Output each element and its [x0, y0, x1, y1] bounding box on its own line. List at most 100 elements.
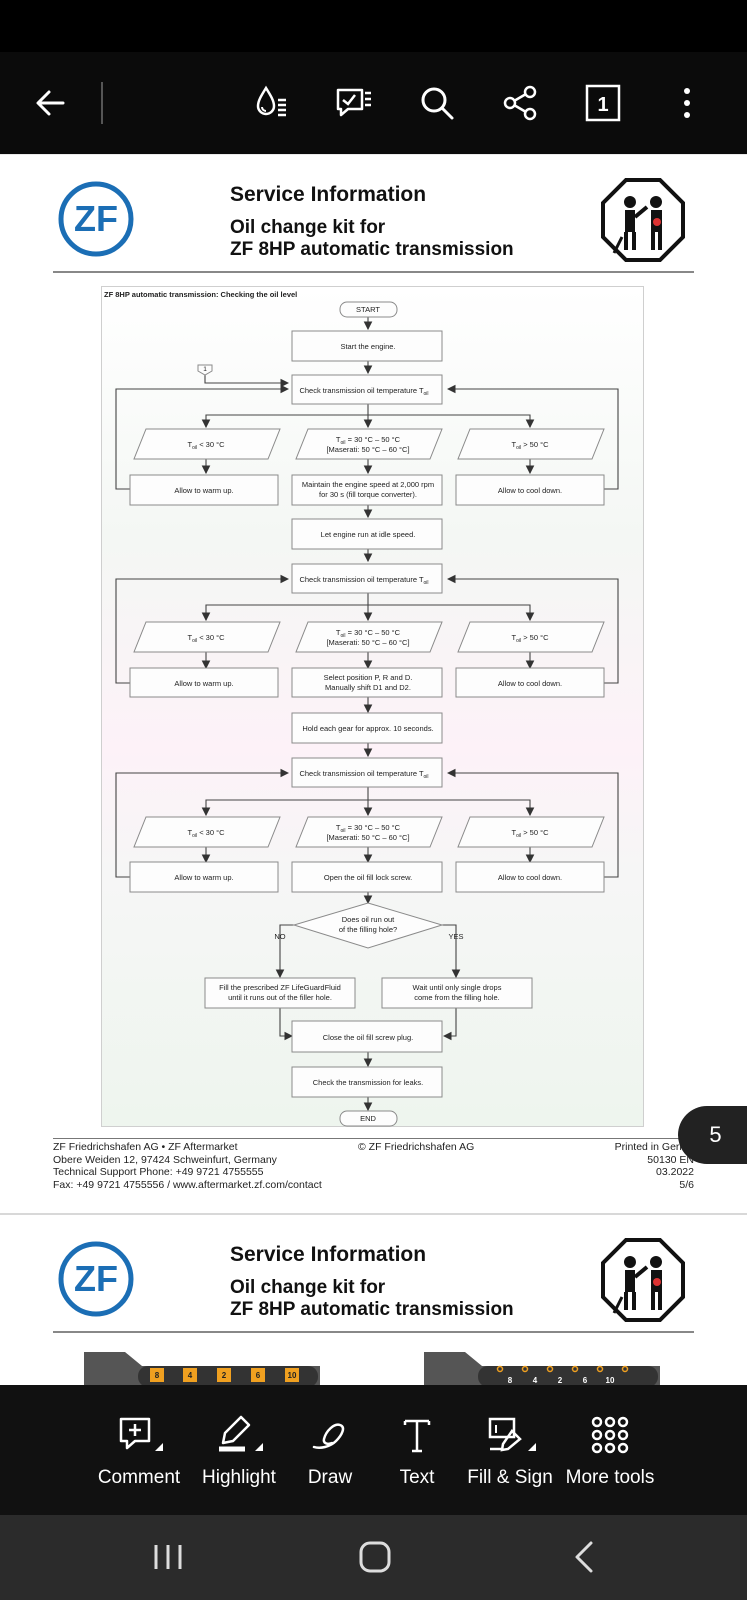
current-page-badge[interactable]: 5	[678, 1106, 747, 1164]
home-icon[interactable]	[355, 1537, 395, 1577]
cool-down-step-2: Allow to cool down.	[498, 679, 562, 688]
zf-logo-icon: ZF	[58, 1241, 134, 1317]
check-leaks-step: Check the transmission for leaks.	[313, 1078, 423, 1087]
draw-icon	[312, 1423, 345, 1449]
gear-label: 6	[583, 1376, 588, 1385]
close-plug-step: Close the oil fill screw plug.	[323, 1033, 413, 1042]
gear-label: 2	[558, 1376, 563, 1385]
footer-address: Obere Weiden 12, 97424 Schweinfurt, Germ…	[53, 1153, 277, 1166]
document-page-5[interactable]: ZF Service Information Oil change kit fo…	[0, 155, 747, 1213]
page-title: Service Information	[230, 1243, 427, 1266]
comments-list-icon[interactable]	[330, 80, 376, 126]
flowchart-graphic: ZF 8HP automatic transmission: Checking …	[104, 290, 619, 1127]
end-node: END	[360, 1114, 376, 1123]
open-screw-step: Open the oil fill lock screw.	[324, 873, 412, 882]
start-engine-step: Start the engine.	[340, 342, 395, 351]
page-subtitle-line2: ZF 8HP automatic transmission	[230, 1299, 514, 1320]
footer-address-block: ZF Friedrichshafen AG • ZF Aftermarket O…	[53, 1141, 322, 1191]
gear-label: 8	[155, 1371, 160, 1380]
wait-drops-line2: come from the filling hole.	[414, 993, 499, 1002]
document-page-6[interactable]: ZF Service Information Oil change kit fo…	[0, 1213, 747, 1387]
maintain-rpm-line2: for 30 s (fill torque converter).	[319, 490, 417, 499]
temp-mid-1: Toil = 30 °C – 50 °C	[336, 435, 401, 446]
footer-print-info: Printed in Germa 50130 EN 03.2022 5/6	[615, 1141, 694, 1191]
text-icon	[403, 1419, 431, 1453]
more-tools-icon	[591, 1416, 629, 1454]
temp-mid-maserati-2: [Maserati: 50 °C – 60 °C]	[326, 638, 409, 647]
footer-company: ZF Friedrichshafen AG • ZF Aftermarket	[53, 1141, 238, 1153]
footer-pageno: 5/6	[679, 1178, 694, 1191]
text-tool-button[interactable]: Text	[388, 1413, 446, 1509]
decision-yes-label: YES	[448, 932, 463, 941]
temp-below-30-1: Toil < 30 °C	[188, 440, 226, 451]
check-temp-step-2: Check transmission oil temperature Toil	[299, 575, 428, 586]
fill-sign-tool-label: Fill & Sign	[467, 1467, 553, 1488]
gear-label: 6	[256, 1371, 261, 1380]
more-tools-label: More tools	[565, 1467, 655, 1488]
temp-mid-maserati-3: [Maserati: 50 °C – 60 °C]	[326, 833, 409, 842]
temp-mid-3: Toil = 30 °C – 50 °C	[336, 823, 401, 834]
recent-apps-icon[interactable]	[148, 1537, 188, 1577]
gear-label: 2	[222, 1371, 227, 1380]
footer-phone: Technical Support Phone: +49 9721 475555…	[53, 1166, 264, 1178]
share-icon[interactable]	[497, 80, 543, 126]
comment-icon	[119, 1417, 163, 1451]
temp-mid-2: Toil = 30 °C – 50 °C	[336, 628, 401, 639]
header-rule	[53, 271, 694, 273]
zf-logo-text: ZF	[74, 198, 118, 239]
status-bar	[0, 0, 747, 52]
maintain-rpm-line1: Maintain the engine speed at 2,000 rpm	[302, 480, 434, 489]
oil-level-flowchart: ZF 8HP automatic transmission: Checking …	[101, 286, 644, 1127]
start-node: START	[356, 305, 380, 314]
overflow-menu-icon[interactable]	[664, 80, 710, 126]
temp-below-30-2: Toil < 30 °C	[188, 633, 226, 644]
warm-up-step-2: Allow to warm up.	[174, 679, 233, 688]
temp-above-50-2: Toil > 50 °C	[512, 633, 550, 644]
decision-no-label: NO	[274, 932, 285, 941]
page-subtitle-line2: ZF 8HP automatic transmission	[230, 239, 514, 260]
toolbar-divider	[101, 82, 103, 124]
header-rule	[53, 1331, 694, 1333]
workshop-mechanic-icon	[601, 1238, 685, 1322]
fill-fluid-line2: until it runs out of the filler hole.	[228, 993, 332, 1002]
draw-tool-button[interactable]: Draw	[300, 1413, 360, 1509]
highlight-tool-button[interactable]: Highlight	[196, 1413, 282, 1509]
gear-label: 4	[533, 1376, 538, 1385]
check-temp-step-3: Check transmission oil temperature Toil	[299, 769, 428, 780]
transmission-illustration-left: 8 4 2 6 10	[84, 1352, 320, 1387]
system-navigation-bar	[0, 1515, 747, 1600]
fill-sign-icon	[488, 1417, 536, 1452]
comment-tool-button[interactable]: Comment	[96, 1413, 182, 1509]
flowchart-heading: ZF 8HP automatic transmission: Checking …	[104, 290, 297, 299]
temp-below-30-3: Toil < 30 °C	[188, 828, 226, 839]
page-number-button[interactable]: 1	[580, 80, 626, 126]
fill-fluid-line1: Fill the prescribed ZF LifeGuardFluid	[219, 983, 341, 992]
text-tool-label: Text	[399, 1467, 435, 1488]
temp-mid-maserati-1: [Maserati: 50 °C – 60 °C]	[326, 445, 409, 454]
liquid-mode-icon[interactable]	[248, 80, 294, 126]
page-subtitle-line1: Oil change kit for	[230, 1277, 386, 1298]
back-arrow-icon[interactable]	[27, 80, 73, 126]
system-back-icon[interactable]	[565, 1537, 605, 1577]
footer-copyright: © ZF Friedrichshafen AG	[358, 1141, 475, 1153]
gear-label: 4	[188, 1371, 193, 1380]
page-title: Service Information	[230, 183, 427, 206]
wait-drops-line1: Wait until only single drops	[413, 983, 502, 992]
footer-printed: Printed in Germa	[614, 1141, 694, 1153]
highlight-icon	[219, 1415, 263, 1452]
temp-above-50-1: Toil > 50 °C	[512, 440, 550, 451]
gear-label: 10	[606, 1376, 615, 1385]
select-position-line1: Select position P, R and D.	[324, 673, 413, 682]
top-toolbar: 1	[0, 52, 747, 154]
more-tools-button[interactable]: More tools	[562, 1413, 658, 1509]
footer-date: 03.2022	[656, 1166, 694, 1178]
fill-sign-tool-button[interactable]: Fill & Sign	[466, 1413, 554, 1509]
zf-logo-icon: ZF	[58, 181, 134, 257]
gear-label: 8	[508, 1376, 513, 1385]
warm-up-step-3: Allow to warm up.	[174, 873, 233, 882]
page-count-label: 1	[597, 94, 608, 116]
search-icon[interactable]	[414, 80, 460, 126]
highlight-tool-label: Highlight	[202, 1467, 276, 1488]
temp-above-50-3: Toil > 50 °C	[512, 828, 550, 839]
connector-node: 1	[203, 366, 207, 373]
